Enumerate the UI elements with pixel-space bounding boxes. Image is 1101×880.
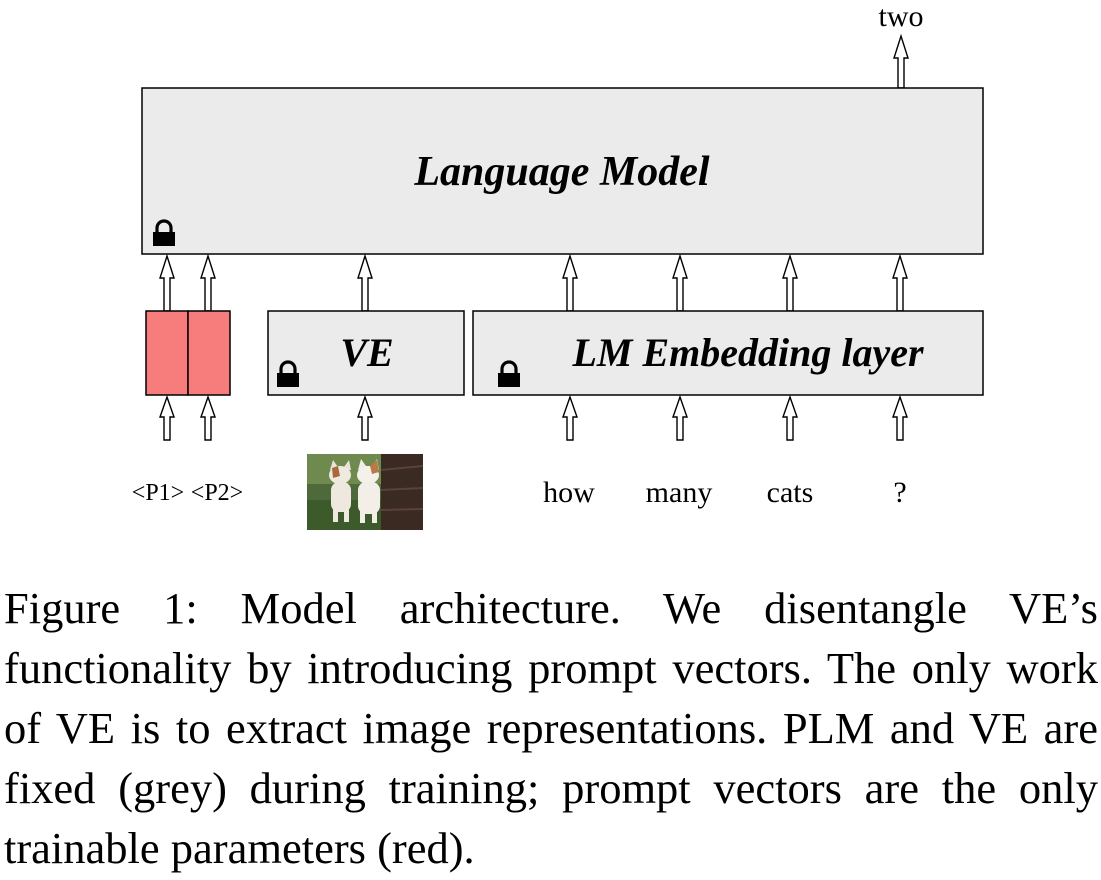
prompt-vector-p2	[187, 310, 231, 396]
embedding-layer-label: LM Embedding layer	[571, 330, 924, 375]
figure-caption: Figure 1: Model architecture. We disenta…	[4, 583, 1098, 873]
embedding-layer-box	[472, 310, 984, 396]
token-how: how	[543, 476, 595, 509]
prompt-token-p1: <P1>	[132, 480, 184, 506]
prompt-token-p2: <P2>	[191, 480, 243, 506]
token-question-mark: ?	[893, 476, 906, 509]
input-arrows	[159, 394, 908, 441]
lm-input-arrows	[159, 253, 908, 312]
output-arrow	[893, 33, 909, 89]
output-token: two	[879, 0, 924, 33]
token-many: many	[646, 476, 713, 509]
ve-box	[267, 310, 465, 396]
architecture-diagram: two Language Model VE LM Embedding layer…	[132, 0, 984, 530]
token-cats: cats	[767, 476, 814, 509]
prompt-vector-p1	[145, 310, 189, 396]
language-model-box	[141, 87, 984, 255]
ve-label: VE	[340, 330, 393, 375]
cats-photo	[307, 454, 424, 530]
language-model-label: Language Model	[413, 149, 710, 195]
